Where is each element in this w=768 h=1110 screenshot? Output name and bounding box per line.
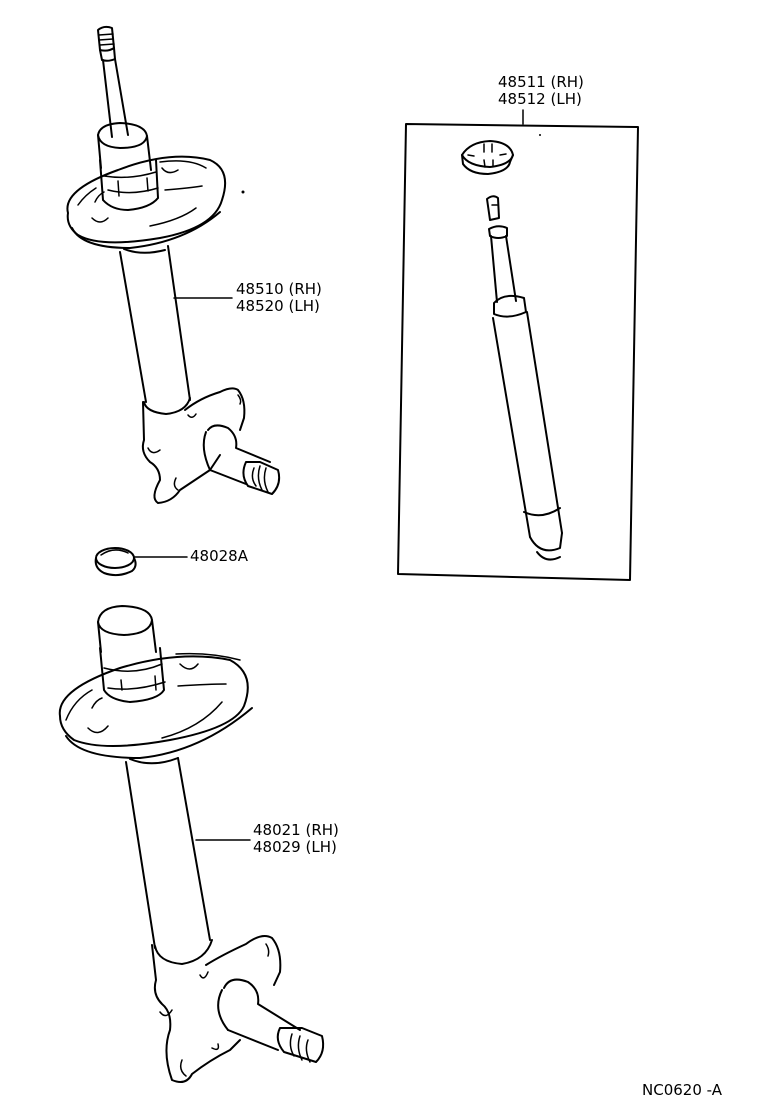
stray-mark <box>539 134 541 136</box>
label-48028a[interactable]: 48028A <box>190 548 248 565</box>
drawing-code: NC0620 -A <box>642 1081 722 1099</box>
strut-assembly-lower[interactable] <box>58 605 325 1083</box>
part-number-rh: 48021 (RH) <box>253 821 339 839</box>
part-number-lh: 48512 (LH) <box>498 90 582 108</box>
cartridge-kit-box[interactable] <box>397 109 639 581</box>
part-number-lh: 48029 (LH) <box>253 838 337 856</box>
part-number-rh: 48511 (RH) <box>498 73 584 91</box>
label-48511-48512[interactable]: 48511 (RH) 48512 (LH) <box>498 74 584 108</box>
label-48021-48029[interactable]: 48021 (RH) 48029 (LH) <box>253 822 339 856</box>
dust-cap[interactable] <box>94 547 137 577</box>
stray-mark <box>241 190 245 194</box>
strut-assembly-upper[interactable] <box>66 25 281 504</box>
part-number-lh: 48520 (LH) <box>236 297 320 315</box>
label-48510-48520[interactable]: 48510 (RH) 48520 (LH) <box>236 281 322 315</box>
part-number-rh: 48510 (RH) <box>236 280 322 298</box>
part-number: 48028A <box>190 547 248 565</box>
